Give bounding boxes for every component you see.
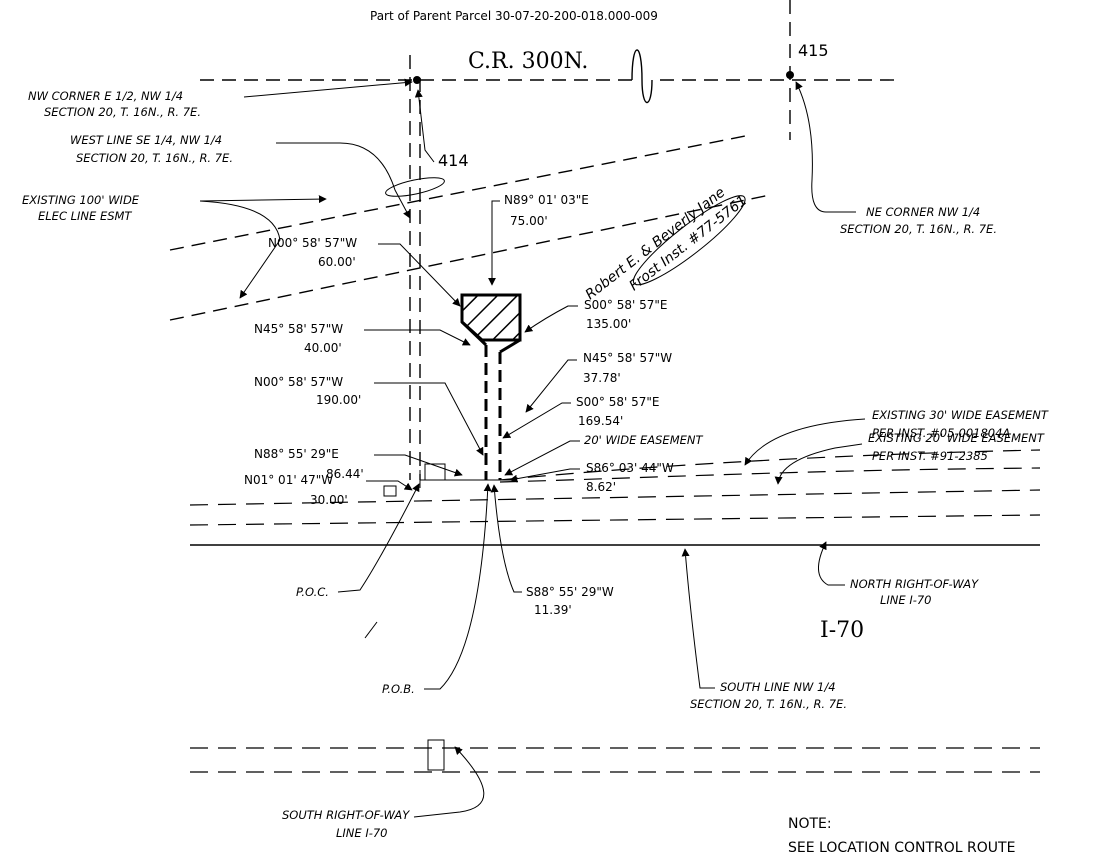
course-8-leader — [374, 454, 463, 477]
course-8-distance: 86.44' — [326, 467, 364, 481]
course-8-bearing: N88° 55' 29"E — [254, 447, 339, 461]
elec-easement-line-north — [169, 134, 751, 251]
point-number-414: 414 — [438, 151, 469, 170]
course-7-bearing: S00° 58' 57"E — [576, 395, 659, 409]
monument-414 — [413, 76, 421, 84]
west-line-label-2: SECTION 20, T. 16N., R. 7E. — [76, 151, 233, 165]
course-6-distance: 190.00' — [316, 393, 361, 407]
course-4-leader — [364, 329, 471, 346]
north-row-label-1: NORTH RIGHT-OF-WAY — [850, 577, 979, 591]
course-11-distance: 11.39' — [534, 603, 572, 617]
course-3-distance: 135.00' — [586, 317, 631, 331]
break-symbol — [385, 177, 445, 197]
wide20-leader — [504, 440, 580, 476]
note-title: NOTE: — [788, 816, 832, 832]
course-10-distance: 30.00' — [310, 493, 348, 507]
course-9-leader — [509, 468, 580, 483]
easement-20-leader — [774, 443, 863, 485]
easement-20-label-1: EXISTING 20' WIDE EASEMENT — [868, 431, 1045, 445]
pob-leader — [424, 483, 492, 690]
easement-30-label-1: EXISTING 30' WIDE EASEMENT — [872, 408, 1049, 422]
course-5-bearing: N45° 58' 57"W — [583, 351, 672, 365]
course-10-leader — [366, 480, 413, 491]
course-9-distance: 8.62' — [586, 480, 616, 494]
parent-parcel-title: Part of Parent Parcel 30-07-20-200-018.0… — [370, 9, 658, 23]
south-structure — [427, 739, 445, 771]
ne-corner-label-2: SECTION 20, T. 16N., R. 7E. — [840, 222, 997, 236]
north-row-leader — [818, 541, 845, 586]
course-7-leader — [502, 402, 571, 439]
course-6-bearing: N00° 58' 57"W — [254, 375, 343, 389]
easement-30-leader — [744, 418, 866, 466]
north-row-label-2: LINE I-70 — [880, 593, 932, 607]
elec-esmt-label-2: ELEC LINE ESMT — [38, 209, 132, 223]
course-11-leader — [490, 484, 522, 593]
ne-corner-label-1: NE CORNER NW 1/4 — [866, 205, 980, 219]
leader-414 — [414, 89, 435, 163]
course-1-leader — [488, 200, 500, 286]
south-line-leader — [681, 548, 715, 689]
easement-20-label-2: PER INST. #91-2385 — [872, 449, 988, 463]
course-3-bearing: S00° 58' 57"E — [584, 298, 667, 312]
course-5-distance: 37.78' — [583, 371, 621, 385]
easement-20-line — [499, 467, 1041, 483]
poc-leader — [337, 483, 420, 593]
nw-corner-label-1: NW CORNER E 1/2, NW 1/4 — [28, 89, 183, 103]
elec-esmt-leader-1 — [199, 195, 327, 204]
course-9-bearing: S86° 03' 44"W — [586, 461, 674, 475]
wide20-label: 20' WIDE EASEMENT — [584, 433, 703, 447]
course-6-leader — [374, 382, 484, 456]
course-4-bearing: N45° 58' 57"W — [254, 322, 343, 336]
west-line-leader — [276, 142, 411, 219]
elec-easement-line-south — [169, 194, 771, 321]
course-2-distance: 60.00' — [318, 255, 356, 269]
i70-line-1 — [189, 489, 1041, 506]
west-line-label-1: WEST LINE SE 1/4, NW 1/4 — [70, 133, 222, 147]
road-name-cr300n: C.R. 300N. — [468, 49, 588, 74]
south-row-leader — [413, 746, 485, 818]
course-11-bearing: S88° 55' 29"W — [526, 585, 614, 599]
easement-30-label-2: PER INST. #05-001804A — [872, 426, 1010, 440]
south-row-label-1: SOUTH RIGHT-OF-WAY — [282, 808, 410, 822]
course-7-distance: 169.54' — [578, 414, 623, 428]
course-1-bearing: N89° 01' 03"E — [504, 193, 589, 207]
pob-label: P.O.B. — [382, 682, 415, 696]
i70-line-2 — [189, 514, 1041, 526]
course-1-distance: 75.00' — [510, 214, 548, 228]
south-row-label-2: LINE I-70 — [336, 826, 388, 840]
course-4-distance: 40.00' — [304, 341, 342, 355]
course-3-leader — [524, 305, 578, 333]
nw-corner-leader — [243, 78, 413, 98]
nw-corner-label-2: SECTION 20, T. 16N., R. 7E. — [44, 105, 201, 119]
course-5-leader — [525, 359, 577, 413]
easement-parcel — [383, 293, 522, 497]
ne-corner-leader — [795, 81, 856, 213]
monument-415 — [786, 71, 794, 79]
stray-mark — [364, 621, 378, 639]
interstate-name: I-70 — [820, 618, 864, 643]
course-10-bearing: N01° 01' 47"W — [244, 473, 333, 487]
elec-esmt-label-1: EXISTING 100' WIDE — [22, 193, 140, 207]
poc-label: P.O.C. — [296, 585, 329, 599]
elec-esmt-leader-2 — [199, 200, 281, 299]
note-text: SEE LOCATION CONTROL ROUTE — [788, 840, 1015, 856]
south-line-label-1: SOUTH LINE NW 1/4 — [720, 680, 836, 694]
south-line-label-2: SECTION 20, T. 16N., R. 7E. — [690, 697, 847, 711]
course-2-bearing: N00° 58' 57"W — [268, 236, 357, 250]
point-number-415: 415 — [798, 41, 829, 60]
course-2-leader — [378, 243, 461, 307]
